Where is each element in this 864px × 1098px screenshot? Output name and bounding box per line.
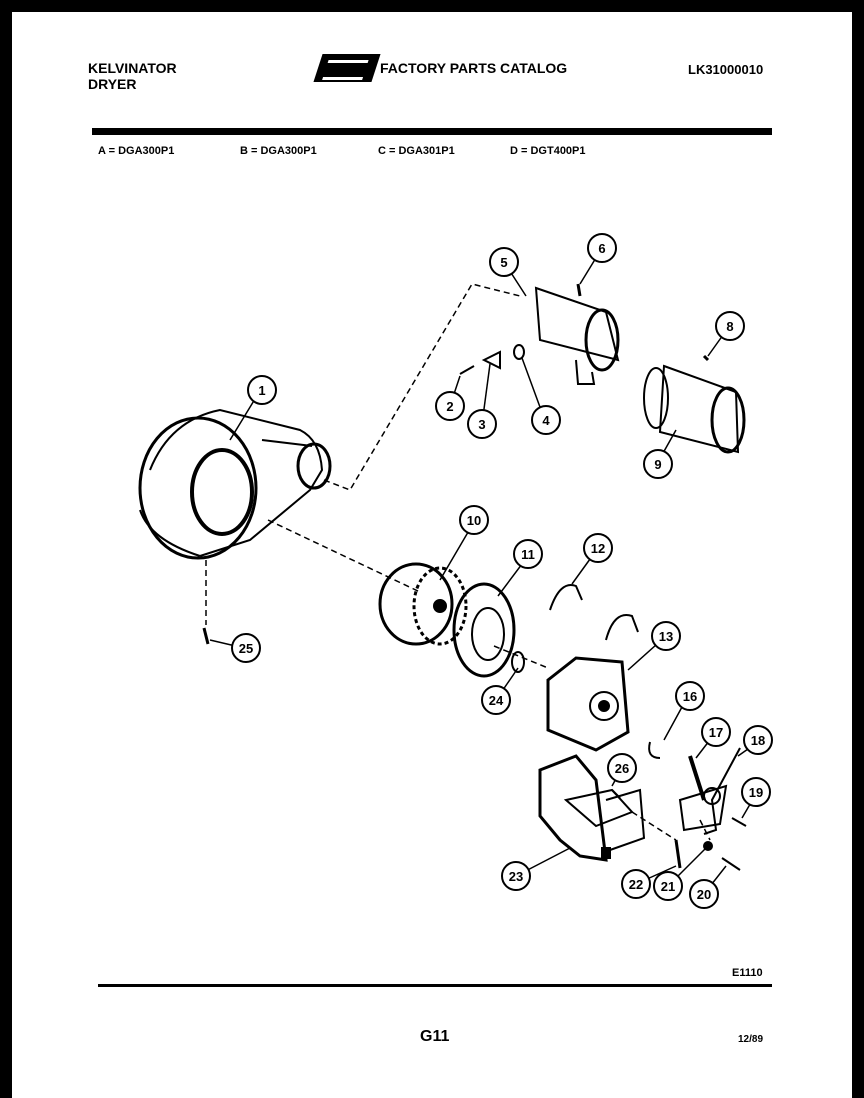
product-type: DRYER xyxy=(88,76,137,92)
assembly-lines xyxy=(205,283,711,841)
callout-5: 5 xyxy=(489,247,519,277)
page-number: G11 xyxy=(420,1028,450,1045)
svg-text:11: 11 xyxy=(521,547,535,562)
svg-text:13: 13 xyxy=(659,629,673,644)
screw-6 xyxy=(576,283,582,297)
callout-10: 10 xyxy=(459,505,489,535)
clip-24 xyxy=(511,651,525,673)
spring-16 xyxy=(648,741,661,759)
svg-text:19: 19 xyxy=(749,785,763,800)
blower-wheel xyxy=(378,562,468,646)
motor-clip xyxy=(605,614,639,641)
switch-18 xyxy=(703,747,741,835)
callout-8: 8 xyxy=(715,311,745,341)
callouts: 1 2 3 4 5 6 8 9 10 11 12 13 16 17 18 19 … xyxy=(231,233,773,909)
callout-21: 21 xyxy=(653,871,683,901)
svg-text:21: 21 xyxy=(661,879,675,894)
heater-element xyxy=(643,364,746,454)
svg-text:12: 12 xyxy=(591,541,605,556)
svg-text:8: 8 xyxy=(726,319,733,334)
screw-2 xyxy=(459,365,475,375)
svg-text:20: 20 xyxy=(697,887,711,902)
callout-19: 19 xyxy=(741,777,771,807)
callout-22: 22 xyxy=(621,869,651,899)
callout-9: 9 xyxy=(643,449,673,479)
blower-housing xyxy=(138,408,332,560)
pin-22 xyxy=(674,839,682,869)
motor-clip-12 xyxy=(549,584,583,611)
svg-text:1: 1 xyxy=(258,383,265,398)
revision-date: 12/89 xyxy=(738,1034,764,1045)
callout-17: 17 xyxy=(701,717,731,747)
svg-text:22: 22 xyxy=(629,877,643,892)
callout-13: 13 xyxy=(651,621,681,651)
svg-text:26: 26 xyxy=(615,761,629,776)
diagram-code: E1110 xyxy=(732,967,763,979)
callout-18: 18 xyxy=(743,725,773,755)
svg-text:16: 16 xyxy=(683,689,697,704)
callout-24: 24 xyxy=(481,685,511,715)
svg-text:18: 18 xyxy=(751,733,765,748)
svg-text:6: 6 xyxy=(598,241,605,256)
callout-4: 4 xyxy=(531,405,561,435)
callout-3: 3 xyxy=(467,409,497,439)
document-number: LK31000010 xyxy=(688,62,764,77)
callout-11: 11 xyxy=(513,539,543,569)
callout-26: 26 xyxy=(607,753,637,783)
svg-text:4: 4 xyxy=(542,413,550,428)
idler-plate xyxy=(678,784,728,832)
callout-16: 16 xyxy=(675,681,705,711)
brand-name: KELVINATOR xyxy=(88,60,177,76)
callout-leaders xyxy=(209,247,759,895)
svg-text:9: 9 xyxy=(654,457,661,472)
screw-26 xyxy=(611,789,621,799)
motor-mount xyxy=(538,754,646,862)
header-rule xyxy=(92,128,772,135)
screw-20 xyxy=(721,857,741,871)
screw-8 xyxy=(702,354,710,362)
model-label-c: C = DGA301P1 xyxy=(378,145,455,157)
model-label-b: B = DGA300P1 xyxy=(240,145,317,157)
callout-25: 25 xyxy=(231,633,261,663)
callout-2: 2 xyxy=(435,391,465,421)
callout-1: 1 xyxy=(247,375,277,405)
svg-text:2: 2 xyxy=(446,399,453,414)
svg-text:5: 5 xyxy=(500,255,507,270)
heater-duct xyxy=(534,286,620,385)
svg-text:10: 10 xyxy=(467,513,481,528)
brand-block: KELVINATOR DRYER xyxy=(88,60,177,92)
svg-text:17: 17 xyxy=(709,725,723,740)
svg-text:25: 25 xyxy=(239,641,253,656)
callout-12: 12 xyxy=(583,533,613,563)
model-label-a: A = DGA300P1 xyxy=(98,145,175,157)
blower-seal xyxy=(452,582,516,678)
svg-text:23: 23 xyxy=(509,869,523,884)
drive-motor xyxy=(546,656,630,752)
model-label-d: D = DGT400P1 xyxy=(510,145,586,157)
catalog-page xyxy=(12,12,852,1098)
footer-rule xyxy=(98,984,772,987)
svg-text:24: 24 xyxy=(489,693,504,708)
catalog-title: FACTORY PARTS CATALOG xyxy=(380,60,568,76)
screw-19 xyxy=(731,817,747,827)
screw-25 xyxy=(202,627,210,645)
svg-text:3: 3 xyxy=(478,417,485,432)
callout-20: 20 xyxy=(689,879,719,909)
callout-23: 23 xyxy=(501,861,531,891)
bracket-3 xyxy=(481,350,501,370)
callout-6: 6 xyxy=(587,233,617,263)
washer-4 xyxy=(513,344,525,360)
pulley xyxy=(703,787,721,805)
